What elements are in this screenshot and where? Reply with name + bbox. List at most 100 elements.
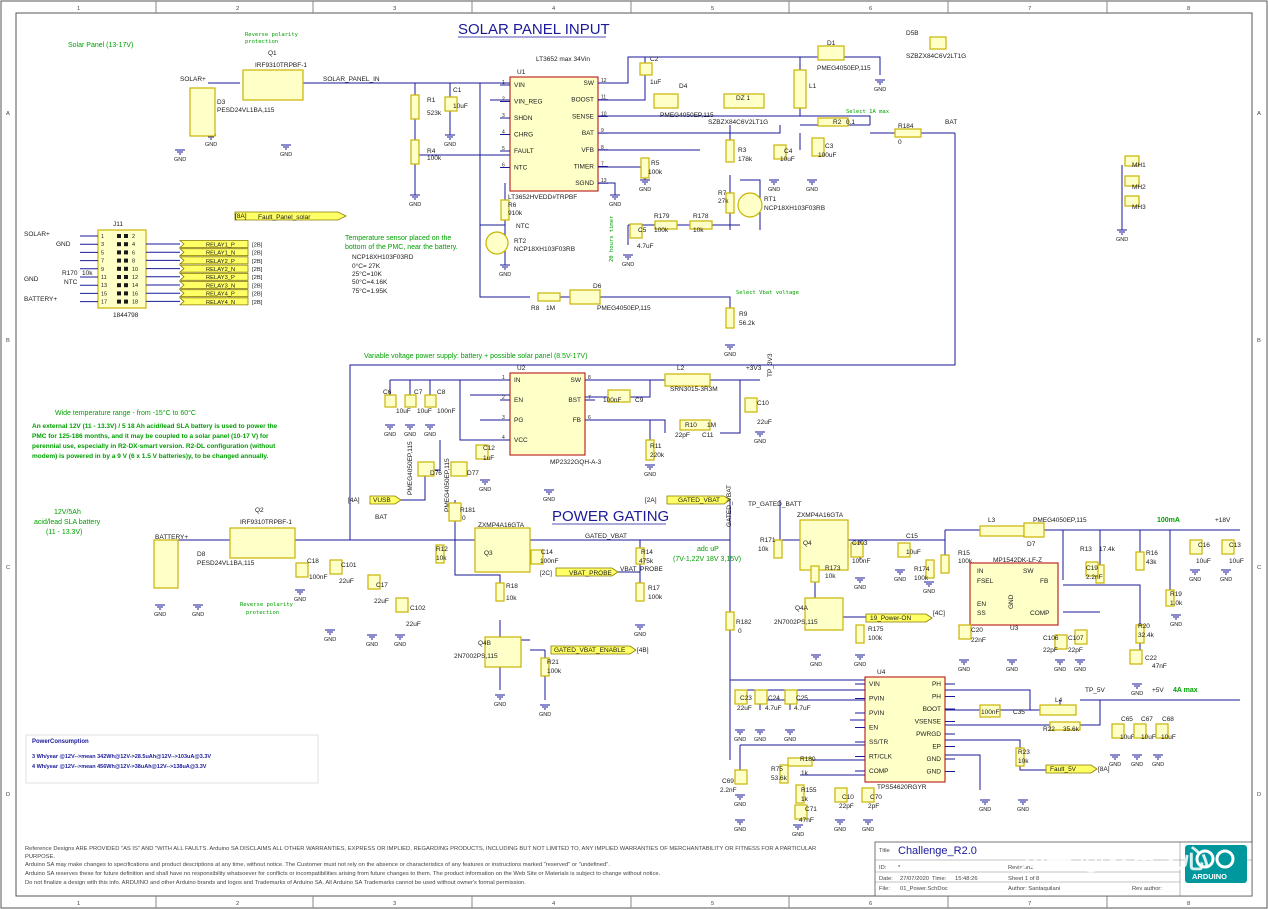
svg-text:C1: C1 — [453, 87, 462, 94]
svg-text:VUSB: VUSB — [373, 497, 391, 504]
j11-pin: 16 — [132, 291, 138, 297]
net-bat-1: BAT — [945, 119, 957, 126]
svg-text:An external 12V (11 - 13.3V) /: An external 12V (11 - 13.3V) / 5 18 Ah a… — [32, 423, 278, 430]
svg-text:L2: L2 — [677, 365, 685, 372]
column-marker: 8 — [1187, 901, 1190, 907]
svg-text:C4: C4 — [784, 148, 793, 155]
svg-text:22nF: 22nF — [971, 637, 986, 644]
svg-text:R4: R4 — [427, 148, 436, 155]
title-block: Title Challenge_R2.0 ID: * Revision2 Dat… — [874, 841, 1253, 897]
svg-text:R3: R3 — [738, 147, 747, 154]
svg-text:2pF: 2pF — [868, 803, 879, 810]
ic-pin-label: PVIN — [869, 710, 884, 717]
j11-pin: 5 — [101, 250, 104, 256]
solar-section-title: SOLAR PANEL INPUT — [458, 21, 610, 38]
svg-text:Q1: Q1 — [268, 50, 277, 57]
j11-pin: 10 — [132, 267, 138, 273]
gnd-label: GND — [834, 827, 846, 833]
ic-pin-label: SENSE — [572, 113, 595, 120]
svg-text:C22: C22 — [1145, 655, 1157, 662]
svg-text:R171: R171 — [760, 537, 776, 544]
svg-text:[4A]: [4A] — [348, 497, 360, 504]
fault-panel-solar-port — [234, 211, 347, 221]
gnd-label: GND — [1220, 577, 1232, 583]
row-marker: B — [6, 338, 10, 344]
gnd-label: GND — [205, 142, 217, 148]
svg-text:Arduino SA may make changes to: Arduino SA may make changes to specifica… — [25, 862, 610, 868]
svg-text:GATED_VBAT: GATED_VBAT — [726, 485, 733, 527]
gnd-label: GND — [854, 662, 866, 668]
svg-text:32.4k: 32.4k — [1138, 632, 1155, 639]
svg-text:2N7002PS,115: 2N7002PS,115 — [774, 619, 818, 626]
svg-text:MH3: MH3 — [1132, 204, 1146, 211]
svg-text:[2C]: [2C] — [540, 570, 552, 577]
svg-text:L3: L3 — [988, 517, 996, 524]
svg-text:Sheet 1 of 8: Sheet 1 of 8 — [1008, 876, 1039, 882]
svg-text:C107: C107 — [1068, 635, 1084, 642]
svg-text:D77: D77 — [467, 470, 479, 477]
gnd-label: GND — [874, 87, 886, 93]
gnd-label: GND — [894, 577, 906, 583]
reverse-polarity-note-4: protection — [246, 610, 279, 616]
svg-text:12V/5Ah: 12V/5Ah — [54, 509, 81, 516]
gnd-label: GND — [1054, 667, 1066, 673]
svg-text:C8: C8 — [437, 389, 446, 396]
ic-pin-label: FAULT — [514, 148, 534, 155]
gnd-label: GND — [792, 832, 804, 838]
svg-text:PMEG4050EP,115: PMEG4050EP,115 — [444, 458, 451, 512]
svg-text:C103: C103 — [852, 540, 868, 547]
gnd-label: GND — [324, 637, 336, 643]
svg-text:C20: C20 — [971, 627, 983, 634]
gnd-label: GND — [734, 827, 746, 833]
ic-pin-label: VIN — [514, 82, 525, 89]
svg-text:U3: U3 — [1010, 625, 1019, 632]
svg-text:100uF: 100uF — [818, 152, 836, 159]
svg-text:R13: R13 — [1080, 546, 1092, 553]
svg-text:22pF: 22pF — [1043, 647, 1058, 654]
relay-port-ref: [2B] — [252, 275, 263, 281]
svg-text:D4: D4 — [679, 83, 688, 90]
gnd-label: GND — [174, 157, 186, 163]
relay-port-ref: [2B] — [252, 300, 263, 306]
ic-pin-label: PWRGD — [916, 731, 941, 738]
gnd-label: GND — [1170, 622, 1182, 628]
svg-text:C71: C71 — [805, 806, 817, 813]
svg-text:LT3652 max 34Vin: LT3652 max 34Vin — [536, 56, 590, 63]
ic-pin-number: 6 — [502, 163, 505, 169]
row-marker: C — [6, 565, 10, 571]
svg-text:L4: L4 — [1055, 697, 1063, 704]
svg-text:C24: C24 — [768, 695, 780, 702]
relay-port-ref: [2B] — [252, 242, 263, 248]
relay-port-label: RELAY1_N — [206, 251, 235, 257]
watermark: 知乎 @老鱼之心 — [1020, 844, 1209, 874]
svg-text:GND: GND — [1008, 594, 1015, 609]
svg-text:0°C= 27K: 0°C= 27K — [352, 262, 381, 270]
l4-inductor — [1039, 704, 1077, 716]
u4-tps54620-ic: U4 TPS54620RGYR VINPVINPVINENSS/TRRT/CLK… — [720, 669, 1176, 824]
svg-text:C67: C67 — [1141, 716, 1153, 723]
l2-inductor — [664, 373, 711, 387]
sheet-title: Challenge_R2.0 — [898, 845, 977, 857]
column-marker: 5 — [711, 6, 714, 12]
svg-text:R173: R173 — [825, 565, 841, 572]
svg-text:PESD24VL1BA,115: PESD24VL1BA,115 — [217, 107, 275, 114]
gnd-label: GND — [494, 702, 506, 708]
ic-pin-label: RT/CLK — [869, 754, 893, 761]
svg-text:C69: C69 — [722, 778, 734, 785]
svg-text:100nF: 100nF — [309, 574, 327, 581]
column-marker: 8 — [1187, 6, 1190, 12]
column-marker: 2 — [236, 6, 239, 12]
gnd-label: GND — [1116, 237, 1128, 243]
svg-text:PMEG4050EP,115: PMEG4050EP,115 — [597, 305, 651, 312]
svg-text:01_Power.SchDoc: 01_Power.SchDoc — [900, 886, 948, 892]
vusb-port — [369, 495, 402, 505]
ic-pin-label: BST — [568, 397, 581, 404]
svg-text:2.2nF: 2.2nF — [1086, 574, 1103, 581]
svg-text:17.4k: 17.4k — [1099, 546, 1116, 553]
j11-pin: 12 — [132, 275, 138, 281]
gnd-label: GND — [294, 597, 306, 603]
reverse-polarity-note-1: Reverse polarity — [245, 32, 299, 38]
adc-note-2: (7V-1,22V 18V 3,15V) — [673, 556, 741, 563]
svg-text:1k: 1k — [801, 796, 809, 803]
reverse-polarity-note-2: protection — [245, 39, 278, 45]
